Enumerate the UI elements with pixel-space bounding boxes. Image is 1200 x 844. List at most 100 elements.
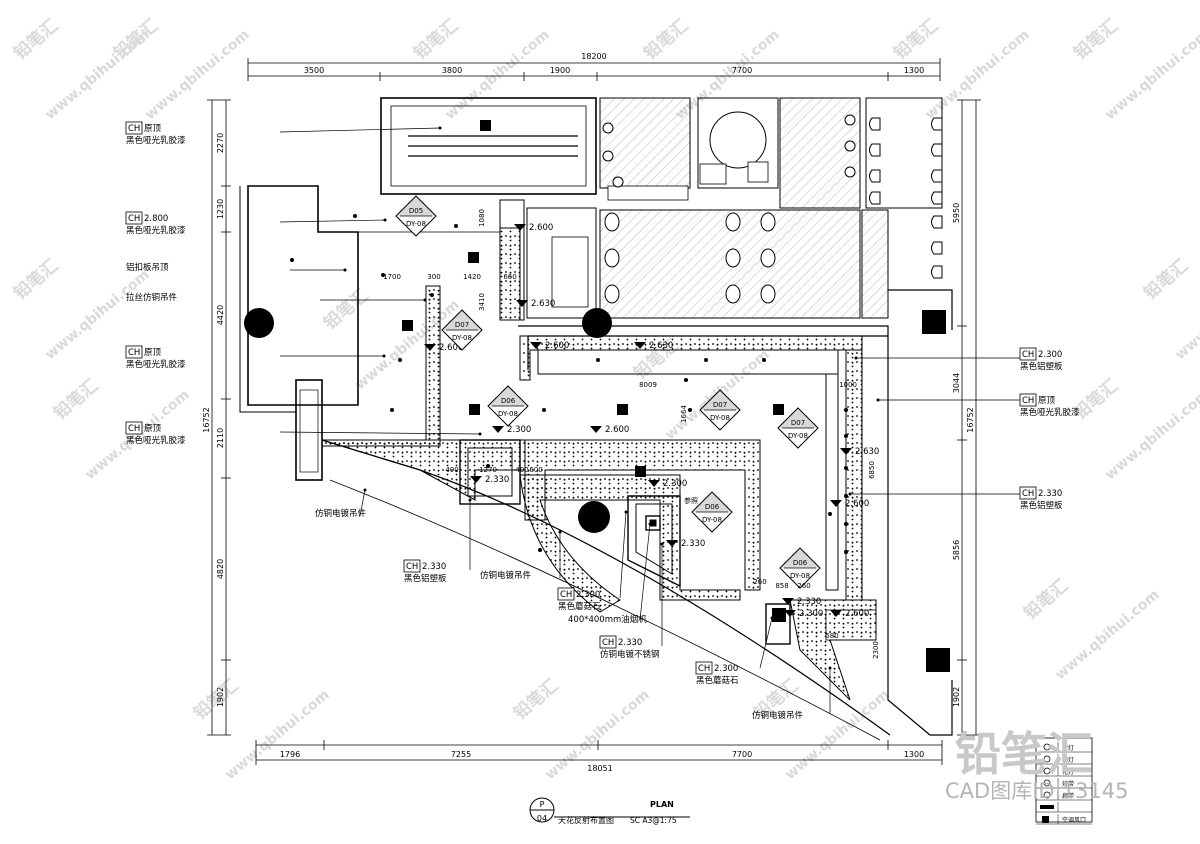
callout-note: 仿铜电镀吊件 [480,570,532,581]
callout-ch-box [125,345,143,359]
ac-vent-icon [402,320,413,331]
toilet-icon [760,284,776,304]
urinal-icon [931,215,943,229]
downlight-icon [398,358,402,362]
pendant-light-icon [578,501,610,533]
urinal-icon [869,117,881,131]
bar-counter-outline [295,379,323,481]
watermark-site-text: www.qbihui.com [142,27,252,123]
inner-dimension-label: 300 [427,273,440,281]
lamp-icon [1043,791,1051,799]
sink-icon [844,140,856,152]
callout-note: 铝扣板吊顶 [126,262,169,273]
dimension-text: 18200 3500 3800 1900 7700 1300 1796 7255… [202,52,975,773]
watermark-site-text: www.qbihui.com [782,687,892,783]
callout-ch-box [403,559,421,573]
callout-value: 原顶 [144,424,162,434]
callout-leaders [279,126,1020,714]
inner-dimension-label: 600 [529,466,542,474]
ceiling-level-label: 2.600 [439,343,463,353]
sheet-letter: P [540,800,545,809]
urinal-icon [931,169,943,183]
downlight-icon [596,358,600,362]
inner-dimension-label: 580 [825,632,838,640]
callout-ch-box [125,121,143,135]
ac-vent-icon [926,648,950,672]
ceiling-level-label: 2.330 [797,597,821,607]
watermark-site-text: www.qbihui.com [82,387,192,483]
watermark-brand-text: 铅笔汇 [890,15,943,64]
urinal-icon [869,169,881,183]
downlight-icon [454,224,458,228]
note-reference: 参照 [684,496,698,505]
ceiling-panels [459,349,877,645]
sink-icon [602,122,614,134]
callout-ch: CH [698,664,710,674]
watermark-brand-text: 铅笔汇 [10,15,63,64]
level-marker-icon [830,500,842,507]
ceiling-level-label: 2.300 [799,609,823,619]
toilet-icon [725,212,741,232]
ceiling-level-label: 2.600 [529,223,553,233]
callout-note: 黑色哑光乳胶漆 [126,435,186,446]
ceiling-level-label: 2.600 [605,425,629,435]
dim-top-total: 18200 [581,52,606,61]
ceiling-level-label: 2.630 [649,341,673,351]
legend-label: 扁带 [1062,792,1074,800]
dim-left-5: 4820 [216,559,225,579]
urinal-icon [931,117,943,131]
section-marker-code: D07 [455,321,469,329]
watermark-brand-text: 铅笔汇 [410,15,463,64]
ac-vent-icon [635,466,646,477]
toilet-icon [725,284,741,304]
level-marker-icon [590,426,602,433]
callout-ch-box [695,661,713,675]
downlight-icon [844,550,848,554]
inner-dimension-label: 260 [797,582,810,590]
section-marker-ref: DY-08 [452,334,472,342]
callout-note: 黑色蘑菇石 [558,601,601,612]
inner-dimension-label: 400 [445,466,458,474]
level-marker-icon [514,224,526,231]
legend-label: 射灯 [1062,744,1074,752]
watermark-brand-text: 铅笔汇 [640,15,693,64]
watermark-brand-text: 铅笔汇 [510,675,563,724]
restroom-area [599,97,943,319]
dim-top-2: 3800 [442,66,462,75]
watermark-brand-text: 铅笔汇 [320,285,373,334]
urinal-icon [869,143,881,157]
ceiling-level-label: 2.630 [855,447,879,457]
downlight-icon [704,358,708,362]
dim-left-total: 16752 [202,407,211,432]
urinal-icon [931,241,943,255]
level-marker-icon [830,610,842,617]
dim-right-1: 5950 [952,203,961,223]
callout-ch-box [125,421,143,435]
level-marker-icon [470,476,482,483]
toilet-icon [604,284,620,304]
dim-top-3: 1900 [550,66,570,75]
callout-note: 仿铜电镀吊件 [752,710,804,721]
sink-icon [844,166,856,178]
legend-label: 空调风口 [1062,816,1086,824]
legend-label: 筒灯 [1062,756,1074,764]
callout-note: 黑色铝塑板 [1020,500,1063,511]
dim-bottom-3: 7700 [732,750,752,759]
section-marker-code: D05 [409,207,423,215]
section-marker-code: D06 [705,503,720,511]
ceiling-level-label: 2.300 [663,479,687,489]
level-marker-icon [840,448,852,455]
elevation-symbols: D05DY-08D07DY-08D06DY-08D07DY-08D07DY-08… [395,195,821,589]
toilet-icon [604,248,620,268]
callout-ch: CH [1022,489,1034,499]
callout-note: 黑色哑光乳胶漆 [126,135,186,146]
section-marker-ref: DY-08 [790,572,810,580]
section-marker-ref: DY-08 [788,432,808,440]
inner-dimension-label: 1664 [680,405,688,423]
legend-label: 花灯 [1062,768,1074,776]
callout-ch-box [125,211,143,225]
downlight-icon [844,434,848,438]
